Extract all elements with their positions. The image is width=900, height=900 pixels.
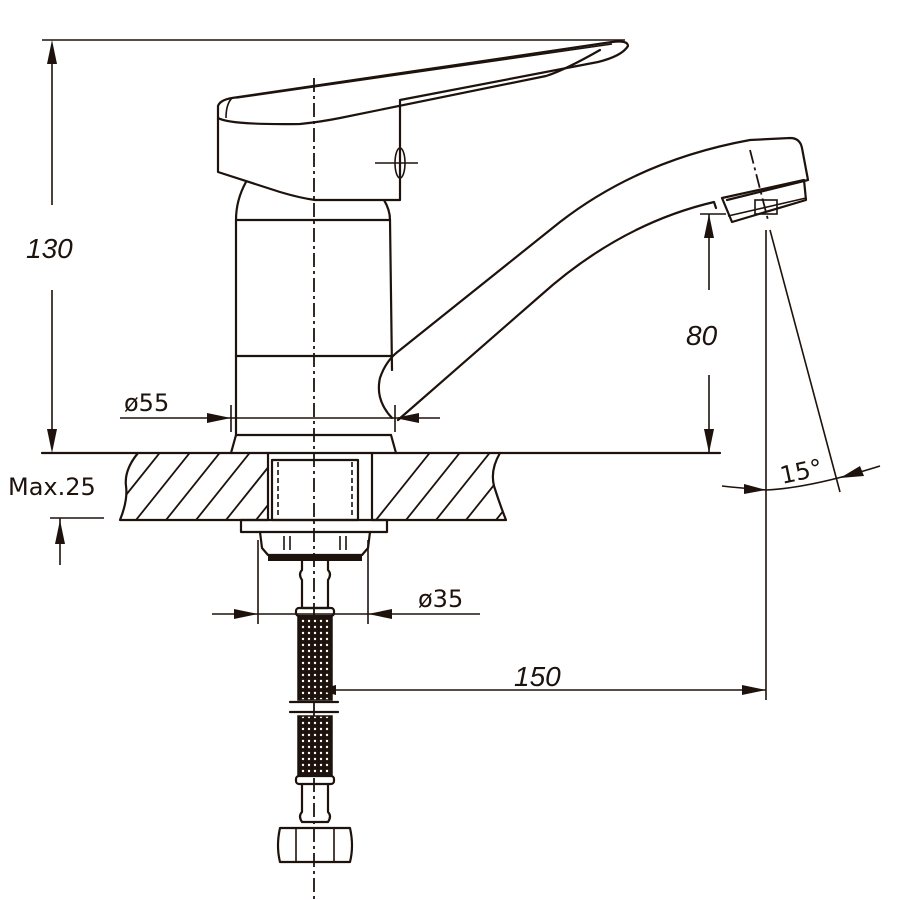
height-label: 130: [26, 233, 73, 264]
countertop-section: [40, 451, 722, 522]
countertop-thickness-label: Max.25: [8, 473, 96, 501]
reach-dimension: 150: [318, 230, 767, 700]
hole-diameter-label: ø35: [418, 585, 463, 613]
mounting-shank: [239, 458, 389, 561]
countertop-thickness-dimension: Max.25: [8, 473, 104, 565]
aerator-angle-label: 15°: [778, 454, 825, 490]
hole-diameter-dimension: ø35: [212, 540, 480, 624]
body-diameter-dimension: ø55: [120, 389, 440, 432]
body-diameter-label: ø55: [124, 389, 169, 417]
clearance-dimension: 80: [686, 213, 726, 453]
aerator-angle-dimension: 15°: [721, 229, 881, 494]
reach-label: 150: [514, 661, 561, 692]
height-dimension: 130: [26, 39, 625, 453]
spout: [377, 136, 810, 422]
supply-hose: [276, 559, 354, 864]
clearance-label: 80: [686, 320, 718, 351]
lever-handle: [216, 40, 630, 202]
